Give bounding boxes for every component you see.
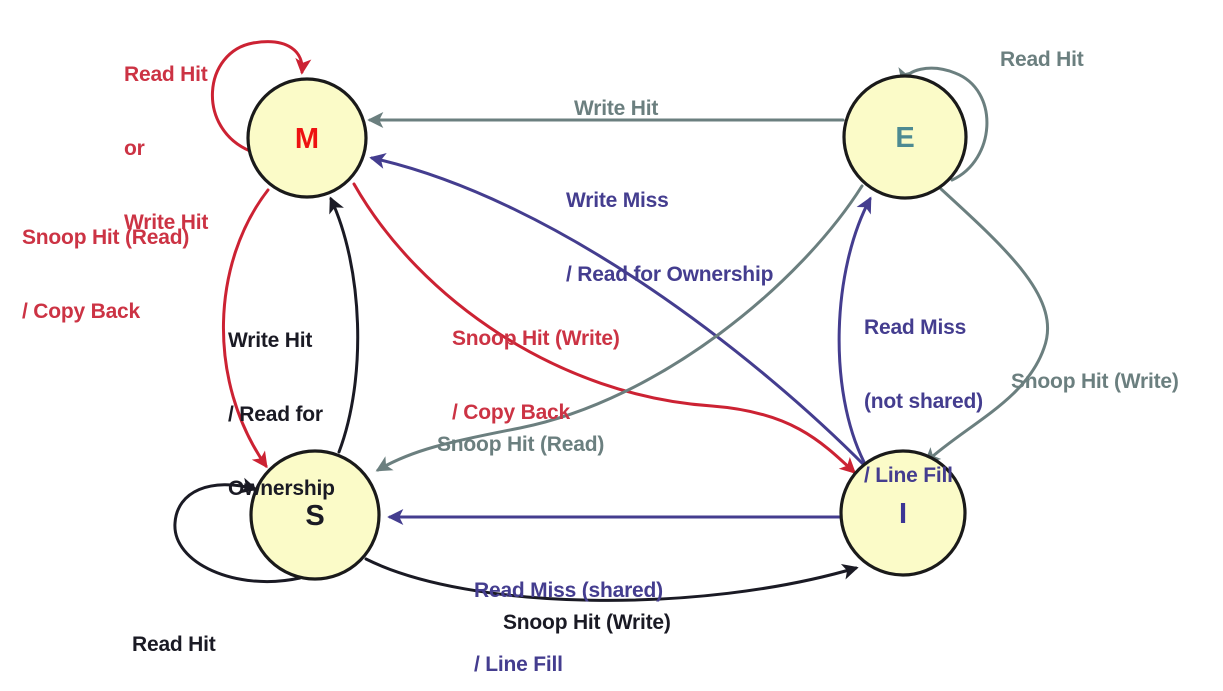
edge-s-to-m: [329, 196, 360, 454]
node-i[interactable]: I: [839, 449, 967, 577]
edge-s-to-i: [364, 557, 859, 602]
m-self-label-line2: or: [124, 136, 145, 160]
edge-m-to-i: [352, 182, 857, 474]
write-miss-rfo-line1: Write Miss: [566, 188, 669, 212]
m-self-label: Read Hit or Write Hit: [124, 13, 208, 285]
write-miss-rfo-line2: / Read for Ownership: [566, 262, 774, 286]
read-miss-shared-label: Read Miss (shared) / Line Fill: [474, 529, 663, 691]
node-m-circle[interactable]: [246, 77, 368, 199]
snoop-hit-read-copyback-line1: Snoop Hit (Read): [22, 225, 190, 249]
read-miss-shared-line1: Read Miss (shared): [474, 578, 663, 602]
node-i-circle[interactable]: [839, 449, 967, 577]
node-s-label: S: [305, 500, 324, 532]
snoop-hit-write-copyback-line2: / Copy Back: [452, 400, 571, 424]
snoop-hit-read-label: Snoop Hit (Read): [437, 433, 605, 456]
snoop-hit-write-copyback-line1: Snoop Hit (Write): [452, 326, 620, 350]
edge-e-to-s: [375, 184, 864, 472]
write-hit-rfo-line1: Write Hit: [228, 328, 313, 352]
m-self-label-line3: Write Hit: [124, 211, 209, 235]
snoop-hit-write-right-label: Snoop Hit (Write): [1011, 370, 1179, 393]
write-hit-rfo-label: Write Hit / Read for Ownership: [228, 279, 335, 551]
read-miss-not-shared-line3: / Line Fill: [864, 464, 953, 488]
edge-i-to-m: [369, 153, 868, 469]
node-s-circle[interactable]: [249, 449, 381, 581]
node-e-circle[interactable]: [842, 74, 968, 200]
node-i-label: I: [899, 498, 907, 530]
read-miss-not-shared-label: Read Miss (not shared) / Line Fill: [864, 266, 983, 538]
edge-e-to-i: [923, 187, 1050, 464]
edge-m-self-loop: [211, 40, 312, 153]
edge-e-self-loop: [898, 66, 989, 182]
read-miss-not-shared-line1: Read Miss: [864, 315, 967, 339]
edge-i-to-e: [837, 196, 872, 464]
snoop-hit-read-copyback-label: Snoop Hit (Read) / Copy Back: [22, 176, 189, 374]
node-m[interactable]: M: [246, 77, 368, 199]
m-self-label-line1: Read Hit: [124, 62, 208, 86]
s-self-label-line1: Read Hit: [132, 632, 216, 656]
read-miss-shared-line2: / Line Fill: [474, 652, 563, 676]
e-self-label: Read Hit: [1000, 48, 1084, 71]
node-s[interactable]: S: [249, 449, 381, 581]
node-m-label: M: [295, 123, 319, 155]
edge-s-self-loop: [173, 477, 302, 583]
snoop-hit-write-bottom-label: Snoop Hit (Write): [503, 611, 671, 634]
snoop-hit-read-copyback-line2: / Copy Back: [22, 299, 141, 323]
write-miss-rfo-label: Write Miss / Read for Ownership: [566, 139, 773, 337]
node-e-label: E: [895, 122, 914, 154]
write-hit-rfo-line2: / Read for: [228, 402, 323, 426]
s-self-label: Read Hit or Snoop Hit (Read): [132, 583, 299, 691]
read-miss-not-shared-line2: (not shared): [864, 389, 983, 413]
write-hit-label: Write Hit: [574, 97, 659, 120]
snoop-hit-write-copyback-label: Snoop Hit (Write) / Copy Back: [452, 277, 620, 475]
node-e[interactable]: E: [842, 74, 968, 200]
write-hit-rfo-line3: Ownership: [228, 477, 335, 501]
edge-m-to-s: [222, 188, 270, 469]
